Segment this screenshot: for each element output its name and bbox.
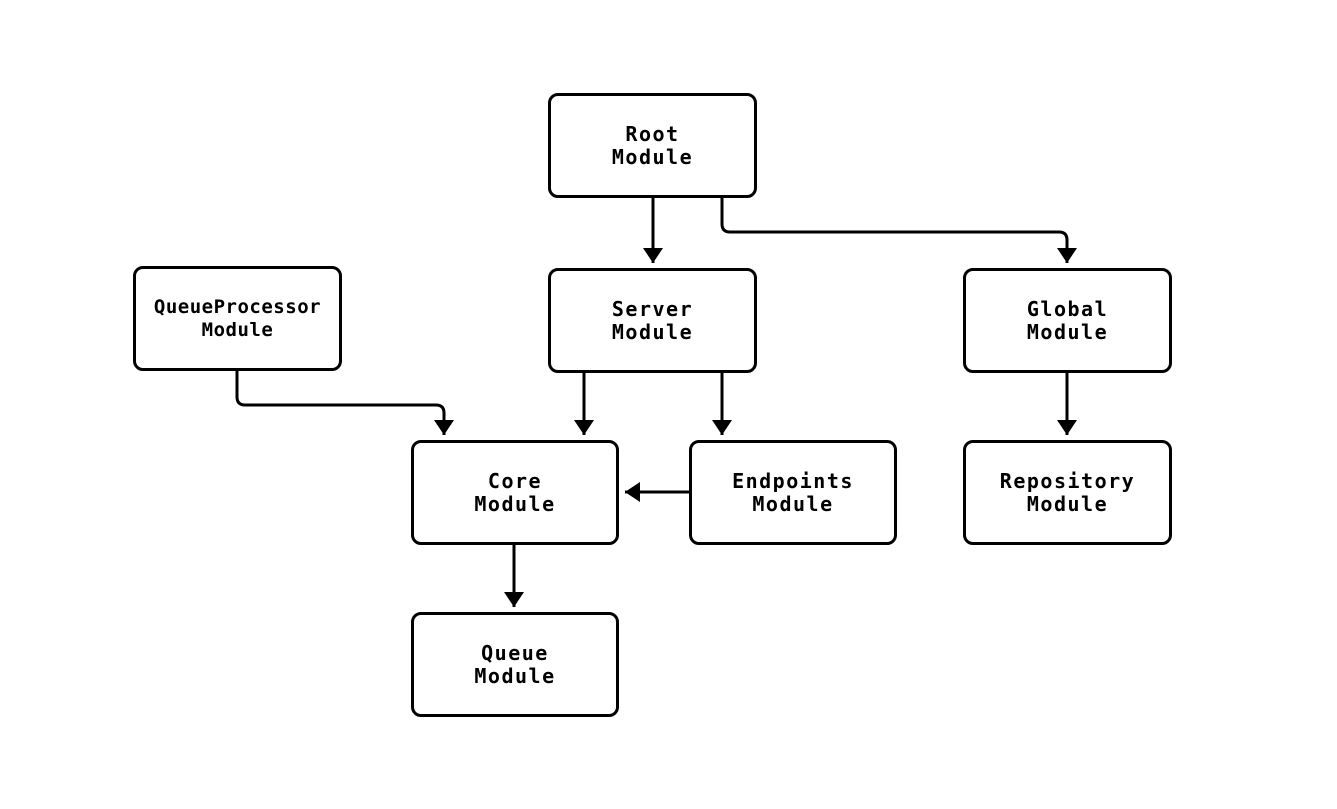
node-label-line: Module bbox=[611, 144, 694, 169]
edge-queueprocessor-to-core bbox=[235, 371, 454, 435]
node-label-line: Core bbox=[487, 468, 543, 493]
node-label-line: Module bbox=[611, 319, 694, 344]
node-label-line: Repository bbox=[999, 468, 1136, 493]
node-queue-module: Queue Module bbox=[411, 612, 619, 717]
node-server-module: Server Module bbox=[548, 268, 757, 373]
node-label-line: Module bbox=[1026, 319, 1109, 344]
node-queueprocessor-module: QueueProcessor Module bbox=[133, 266, 342, 371]
node-label-line: Global bbox=[1026, 296, 1109, 321]
node-global-module: Global Module bbox=[963, 268, 1172, 373]
node-label-line: Root bbox=[625, 121, 680, 146]
node-label-line: Module bbox=[752, 491, 834, 516]
node-label-line: Module bbox=[201, 318, 274, 341]
node-endpoints-module: Endpoints Module bbox=[689, 440, 897, 545]
node-label-line: QueueProcessor bbox=[153, 295, 322, 318]
node-root-module: Root Module bbox=[548, 93, 757, 198]
node-label-line: Endpoints bbox=[732, 468, 854, 493]
node-label-line: Queue bbox=[481, 640, 549, 665]
node-label-line: Module bbox=[1026, 491, 1109, 516]
node-repository-module: Repository Module bbox=[963, 440, 1172, 545]
node-core-module: Core Module bbox=[411, 440, 619, 545]
node-label-line: Server bbox=[611, 296, 694, 321]
edge-root-to-global bbox=[720, 198, 1077, 263]
node-label-line: Module bbox=[474, 663, 556, 688]
node-label-line: Module bbox=[474, 491, 556, 516]
